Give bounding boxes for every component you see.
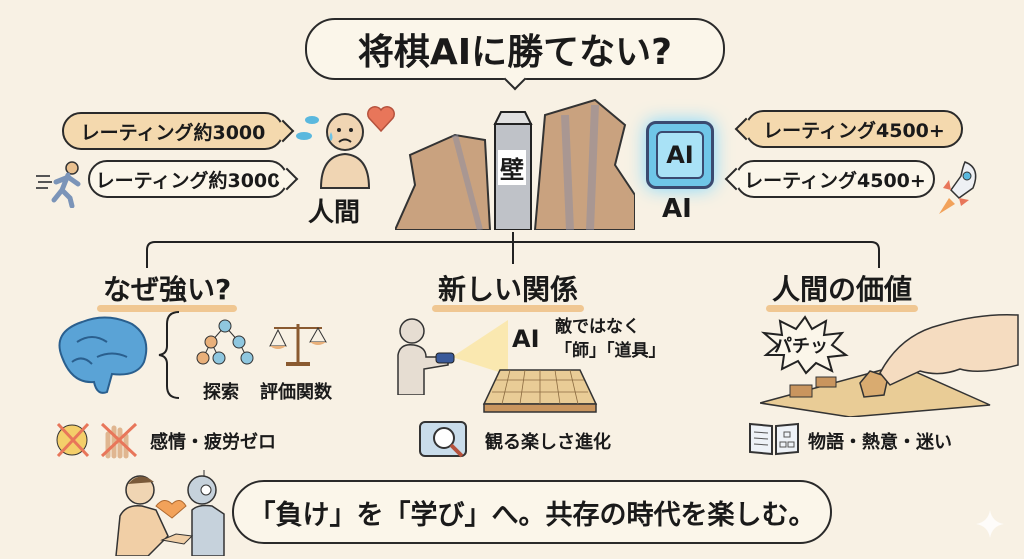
- human-rating-bubble-2: レーティング約3000: [88, 160, 288, 198]
- ai-rating-2: レーティング4500+: [744, 169, 926, 192]
- person-with-flashlight-icon: [397, 318, 508, 395]
- human-rating-1: レーティング約3000: [80, 121, 266, 144]
- human-robot-handshake-icon: [115, 470, 225, 556]
- ai-rating-1: レーティング4500+: [763, 119, 945, 142]
- ai-label-section2: AI: [512, 325, 540, 353]
- evaluation-function-label: 評価関数: [260, 382, 332, 403]
- running-person-icon: [36, 161, 81, 208]
- human-rating-bubble-1: レーティング約3000: [62, 112, 284, 150]
- hand-placing-piece-illustration: [760, 313, 1019, 417]
- search-label: 探索: [203, 382, 239, 403]
- section-title-human-value: 人間の価値: [766, 268, 919, 312]
- search-tree-icon: [196, 319, 254, 365]
- wall-label: 壁: [498, 150, 526, 185]
- balance-scale-icon: [269, 324, 327, 366]
- not-enemy-caption: 敵ではなく 「師」「道具」: [555, 315, 666, 363]
- tablet-magnifier-icon: [419, 421, 467, 458]
- caption-line-2: 「師」「道具」: [555, 341, 666, 361]
- ai-rating-bubble-1: レーティング4500+: [745, 110, 963, 148]
- sweat-drops-icon: [296, 116, 319, 140]
- section-title-new-relationship: 新しい関係: [432, 268, 585, 312]
- heart-icon: [367, 106, 395, 133]
- sparkle-icon: [976, 510, 1004, 538]
- worried-human-figure-icon: [319, 113, 371, 189]
- branch-connector: [146, 232, 880, 268]
- story-passion-hesitation-label: 物語・熱意・迷い: [808, 432, 952, 453]
- shogi-board-icon: [482, 369, 598, 413]
- enjoy-watching-label: 観る楽しさ進化: [485, 432, 611, 453]
- footer-message: 「負け」を「学び」へ。共存の時代を楽しむ。: [248, 499, 816, 531]
- page-title: 将棋AIに勝てない?: [357, 32, 673, 73]
- brace-icon: [158, 311, 180, 399]
- open-book-icon: [749, 422, 799, 456]
- ai-rating-bubble-2: レーティング4500+: [735, 160, 935, 198]
- no-emotion-fatigue-label: 感情・疲労ゼロ: [150, 432, 276, 453]
- burst-bubble: [760, 315, 849, 375]
- ai-label: AI: [662, 194, 692, 224]
- title-bubble: 将棋AIに勝てない?: [305, 18, 725, 80]
- no-emotion-no-fatigue-icon: [56, 422, 138, 459]
- footer-message-bubble: 「負け」を「学び」へ。共存の時代を楽しむ。: [232, 480, 832, 544]
- patchi-sound-text: パチッ: [774, 336, 828, 357]
- chasm-cliff-illustration: [395, 98, 635, 230]
- section-title-why-strong: なぜ強い?: [97, 268, 238, 312]
- ai-chip-icon: AI: [640, 115, 720, 195]
- rocket-icon: [939, 161, 977, 214]
- human-rating-2: レーティング約3000: [95, 169, 281, 192]
- ai-chip-text: AI: [656, 131, 704, 179]
- human-label: 人間: [308, 198, 361, 228]
- brain-icon: [58, 316, 148, 394]
- caption-line-1: 敵ではなく: [555, 317, 640, 337]
